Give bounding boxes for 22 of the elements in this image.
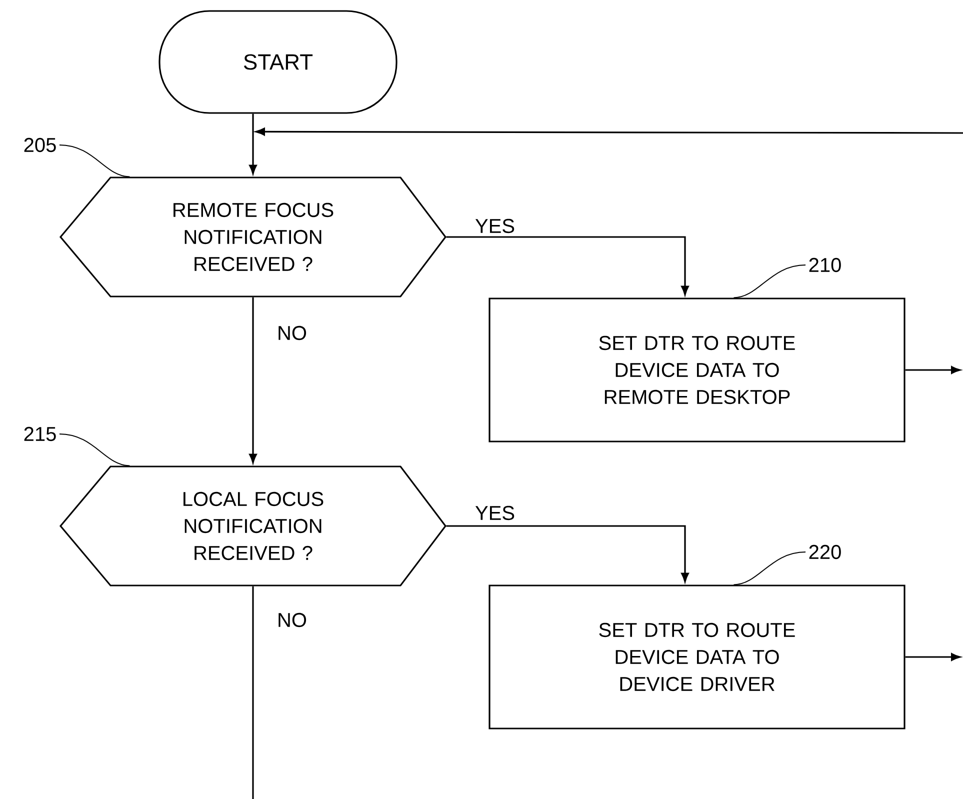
terminal-box: START <box>158 10 398 114</box>
arrow <box>905 366 960 374</box>
reference-numeral: 215 <box>24 426 56 442</box>
reference-numeral: 205 <box>24 138 56 152</box>
arrow <box>249 114 257 174</box>
process-box: SET DTR TO ROUTE DEVICE DATA TO REMOTE DESKTOP <box>488 298 906 442</box>
edge-label: NO <box>276 612 308 628</box>
arrow <box>446 236 689 296</box>
arrow <box>249 297 257 464</box>
edge-label: NO <box>276 324 308 342</box>
leader-line <box>733 552 806 586</box>
edge-label: YES <box>474 504 516 522</box>
edge-label: YES <box>474 218 516 234</box>
arrow <box>256 128 963 136</box>
reference-numeral: 220 <box>809 544 841 560</box>
leader-line <box>59 434 130 466</box>
arrow <box>905 653 960 661</box>
leader-line <box>733 264 806 298</box>
reference-numeral: 210 <box>809 258 841 272</box>
leader-line <box>59 144 130 178</box>
arrow <box>446 525 689 582</box>
process-box: SET DTR TO ROUTE DEVICE DATA TO DEVICE DRIVER <box>488 584 906 730</box>
